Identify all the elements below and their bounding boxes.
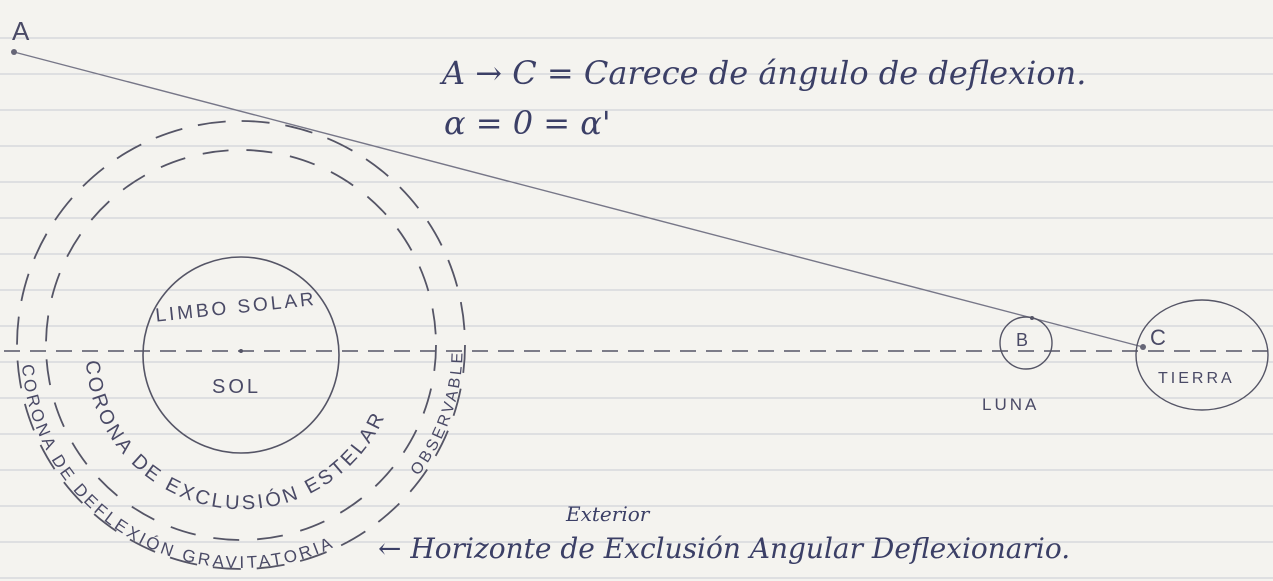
- corona-deflexion-text: CORONA DE DEFLEXIÓN GRAVITATORIA: [18, 363, 335, 572]
- point-c-dot: [1140, 344, 1146, 350]
- formula-line-1: A → C = Carece de ángulo de deflexion.: [439, 54, 1086, 92]
- earth-circle: [1135, 299, 1269, 411]
- corona-deflexion-circle: [16, 120, 466, 570]
- label-point-b: B: [1016, 330, 1031, 350]
- formula-line-2: α = 0 = α': [444, 104, 611, 142]
- exterior-label: Exterior: [565, 502, 651, 526]
- notebook-rules: [0, 37, 1273, 579]
- label-point-c: C: [1150, 325, 1169, 350]
- observable-label: OBSERVABLE: [408, 349, 467, 478]
- luna-label: LUNA: [982, 395, 1039, 414]
- point-a: [11, 49, 17, 55]
- moon-center-dot: [1030, 316, 1034, 320]
- sight-line-a-c: [13, 51, 1144, 348]
- sun-center-dot: [239, 349, 243, 353]
- moon-circle: [999, 316, 1053, 370]
- observable-text: OBSERVABLE: [408, 349, 464, 478]
- corona-deflexion-label: CORONA DE DEFLEXIÓN GRAVITATORIA: [18, 363, 338, 572]
- limbo-solar-label: LIMBO SOLAR: [154, 289, 317, 327]
- horizonte-caption: ← Horizonte de Exclusión Angular Deflexi…: [378, 532, 1070, 565]
- sol-label: SOL: [212, 376, 261, 398]
- corona-exclusion-circle: [45, 149, 437, 541]
- solar-limb-circle: [142, 256, 340, 454]
- limbo-solar-label-group: LIMBO SOLAR: [154, 289, 317, 327]
- tierra-label: TIERRA: [1158, 370, 1235, 387]
- label-point-a: A: [12, 16, 32, 46]
